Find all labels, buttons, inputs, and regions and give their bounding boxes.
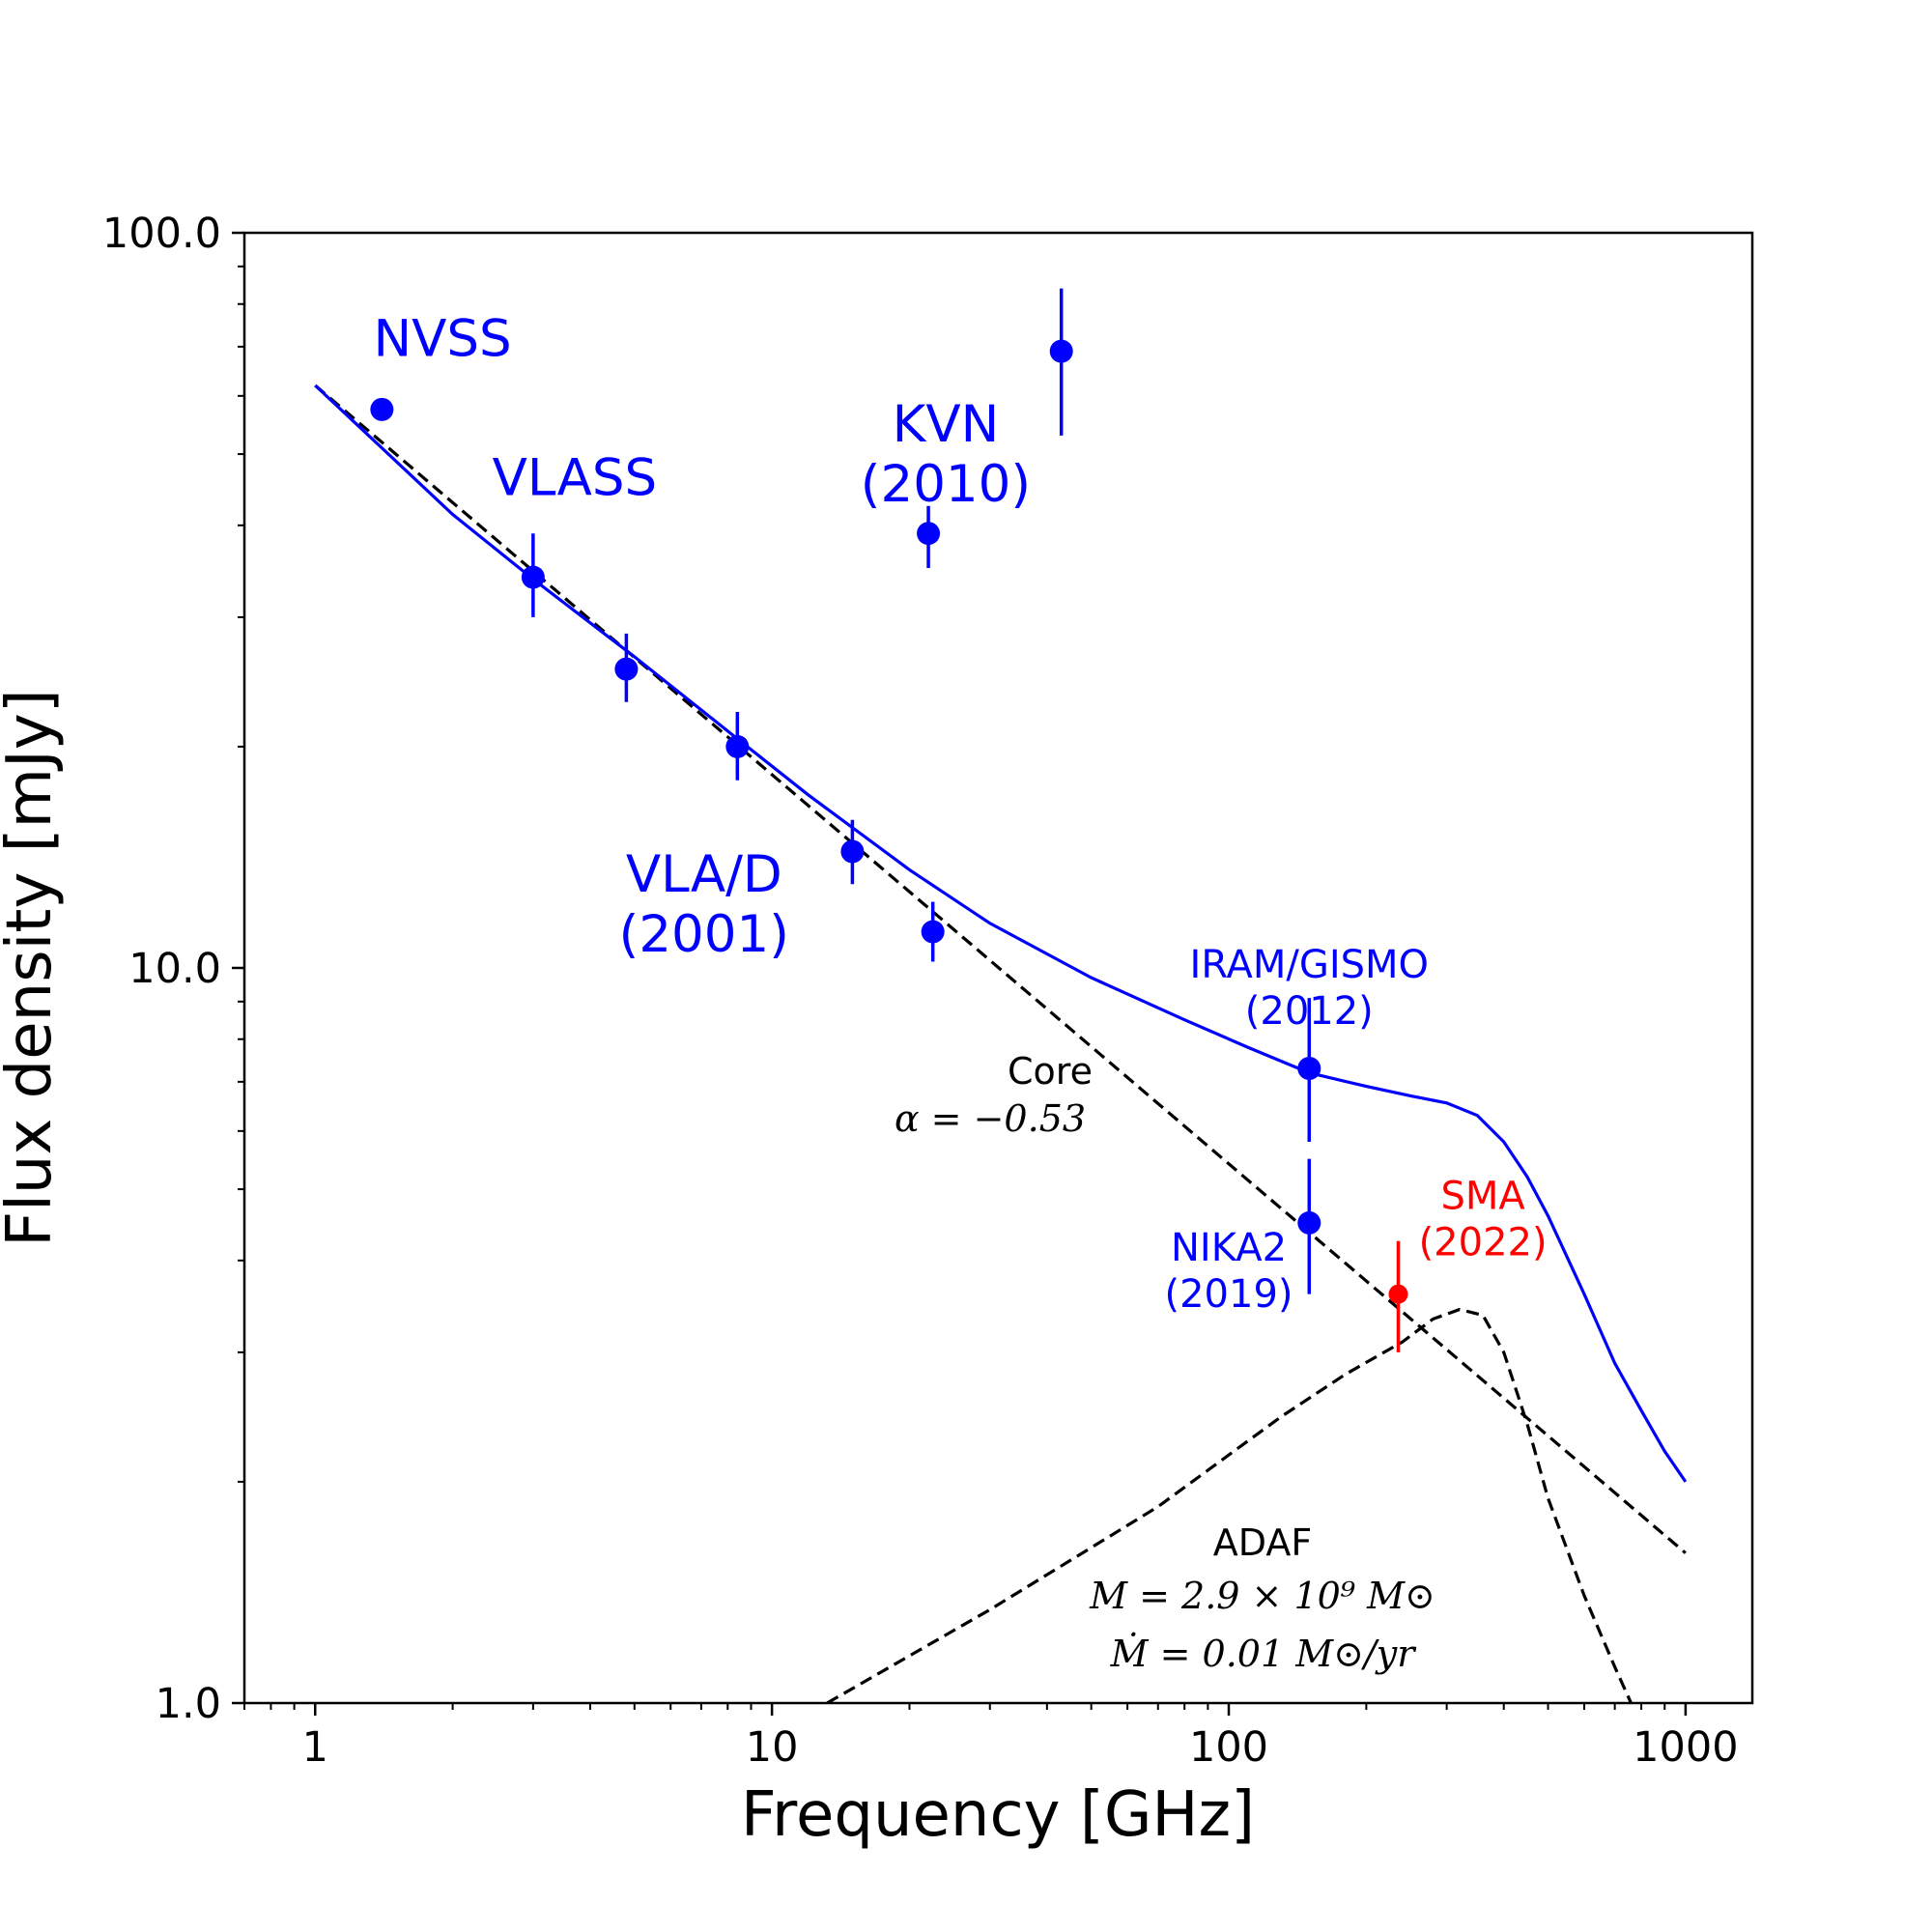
annotation-3-line-0: VLA/D (626, 845, 782, 904)
observations-point-2 (614, 657, 639, 681)
annotation-5-line-1: (2019) (1165, 1272, 1293, 1317)
x-axis-title: Frequency [GHz] (741, 1779, 1255, 1851)
annotation-5-line-0: NIKA2 (1171, 1226, 1287, 1270)
annotation-6-line-0: SMA (1440, 1175, 1525, 1219)
annotation-0-line-0: NVSS (373, 309, 511, 368)
adaf-mdot: Ṁ = 0.01 M⊙/yr (1110, 1633, 1418, 1675)
x-tick-label: 10 (746, 1723, 799, 1772)
annotation-2-line-0: KVN (893, 395, 1000, 454)
observations-point-0 (370, 397, 394, 421)
x-tick-label: 100 (1189, 1723, 1268, 1772)
axis-ticks: 1 10 100 1000 1.0 10.0 100.0 (102, 210, 1739, 1772)
annotations: NVSSVLASSKVN(2010)VLA/D(2001)IRAM/GISMO(… (373, 309, 1547, 1316)
adaf-label: ADAF (1213, 1521, 1312, 1564)
data-points (370, 288, 1408, 1352)
adaf-mass: M = 2.9 × 10⁹ M⊙ (1089, 1575, 1435, 1617)
y-tick-label: 1.0 (156, 1680, 221, 1728)
total-curve (314, 384, 1688, 1483)
observations-point-1 (521, 565, 545, 589)
y-tick-label: 100.0 (102, 210, 221, 258)
core-alpha: α = −0.53 (895, 1097, 1086, 1140)
observations-point-5 (917, 522, 941, 546)
x-tick-label: 1 (302, 1723, 328, 1772)
observations-point-4 (840, 839, 865, 864)
y-axis-title: Flux density [mJy] (0, 689, 66, 1246)
observations-point-7 (1049, 339, 1073, 363)
observations-point-3 (725, 734, 750, 758)
annotation-4-line-1: (2012) (1245, 989, 1374, 1034)
sma-2022-point-0 (1388, 1284, 1408, 1304)
annotation-2-line-1: (2010) (861, 455, 1031, 514)
annotation-4-line-0: IRAM/GISMO (1190, 943, 1430, 987)
annotation-3-line-1: (2001) (619, 905, 789, 964)
core-label: Core (1008, 1050, 1093, 1093)
observations-point-9 (1297, 1210, 1321, 1235)
annotation-6-line-1: (2022) (1419, 1221, 1548, 1265)
x-tick-label: 1000 (1633, 1723, 1738, 1772)
annotation-1-line-0: VLASS (493, 448, 658, 507)
y-tick-label: 10.0 (128, 945, 221, 993)
observations-point-6 (921, 920, 945, 944)
adaf-curve (826, 1307, 1633, 1703)
observations-point-8 (1297, 1057, 1321, 1081)
